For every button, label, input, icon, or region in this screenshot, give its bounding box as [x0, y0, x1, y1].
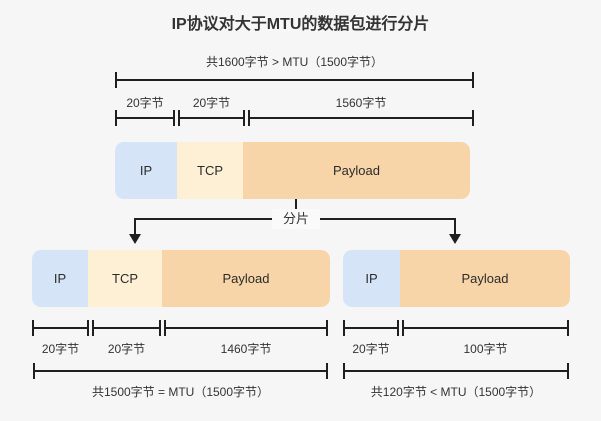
original-total-label: 共1600字节 > MTU（1500字节）	[205, 55, 384, 69]
original-total-dimension-line	[115, 72, 474, 88]
fragment-left-ip-segment: IP	[32, 250, 88, 307]
fragment-right-payload-dimension-line	[402, 320, 569, 336]
fragment-left-ip-dimension-line	[32, 320, 89, 336]
fragment-right-ip-segment: IP	[343, 250, 400, 307]
fragment-right-ip-dimension-line	[343, 320, 399, 336]
fragment-left-tcp-segment: TCP	[88, 250, 162, 307]
fragment-right-total-label: 共120字节 < MTU（1500字节）	[370, 385, 542, 399]
branch-right-drop-line	[454, 218, 456, 235]
original-packet: IP TCP Payload	[115, 142, 470, 199]
branch-left-arrowhead-icon	[129, 234, 141, 244]
fragment-left-payload-dimension-line	[164, 320, 328, 336]
fragment-left-payload-size-label: 1460字节	[220, 342, 272, 356]
branch-right-arrowhead-icon	[449, 234, 461, 244]
original-ip-segment: IP	[115, 142, 177, 199]
diagram-title: IP协议对大于MTU的数据包进行分片	[171, 16, 430, 33]
fragment-right-payload-size-label: 100字节	[463, 342, 508, 356]
original-payload-segment: Payload	[243, 142, 470, 199]
fragment-right-payload-segment: Payload	[400, 250, 570, 307]
original-ip-size-label: 20字节	[126, 96, 164, 110]
fragment-right-ip-size-label: 20字节	[352, 342, 390, 356]
fragment-left-packet: IP TCP Payload	[32, 250, 330, 307]
original-tcp-size-label: 20字节	[192, 96, 231, 110]
fragment-left-payload-segment: Payload	[162, 250, 330, 307]
fragment-left-tcp-dimension-line	[92, 320, 161, 336]
original-tcp-dimension-line	[178, 110, 245, 126]
fragment-right-total-dimension-line	[343, 363, 569, 379]
fragment-left-total-dimension-line	[33, 363, 328, 379]
fragment-left-total-label: 共1500字节 = MTU（1500字节）	[91, 385, 270, 399]
fragment-right-packet: IP Payload	[343, 250, 570, 307]
fragment-left-tcp-size-label: 20字节	[107, 342, 146, 356]
original-ip-dimension-line	[115, 110, 175, 126]
original-payload-size-label: 1560字节	[335, 96, 387, 110]
fragment-left-ip-size-label: 20字节	[41, 342, 80, 356]
original-payload-dimension-line	[248, 110, 474, 126]
fragmentation-label: 分片	[272, 209, 320, 229]
original-tcp-segment: TCP	[177, 142, 243, 199]
branch-left-drop-line	[134, 218, 136, 235]
